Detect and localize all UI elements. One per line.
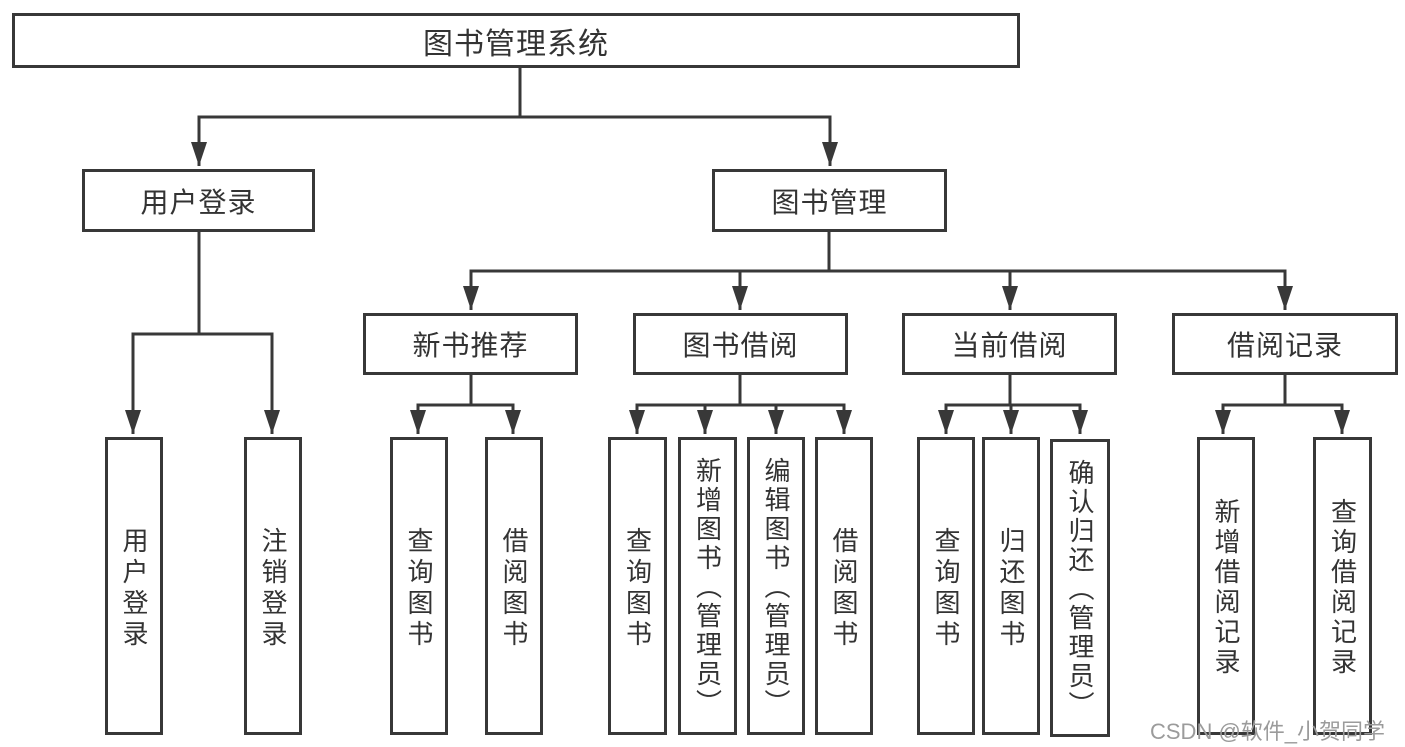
node-book-borrow-label: 图书借阅 bbox=[682, 330, 799, 361]
node-book-borrow: 图书借阅 bbox=[633, 313, 848, 375]
node-book-management-label: 图书管理 bbox=[771, 186, 888, 218]
leaf-borrow-books-1-label: 借阅图书 bbox=[499, 526, 529, 651]
node-book-management: 图书管理 bbox=[712, 169, 947, 232]
leaf-confirm-return-admin: 确认归还（管理员） bbox=[1050, 439, 1110, 737]
node-new-book-recommend: 新书推荐 bbox=[363, 313, 578, 375]
leaf-return-book: 归还图书 bbox=[982, 437, 1040, 735]
csdn-watermark: CSDN @软件_小贺同学 bbox=[1150, 719, 1386, 744]
node-current-borrow: 当前借阅 bbox=[902, 313, 1117, 375]
leaf-edit-book-admin: 编辑图书（管理员） bbox=[747, 437, 805, 735]
leaf-return-book-label: 归还图书 bbox=[996, 526, 1026, 651]
leaf-logout-label: 注销登录 bbox=[258, 526, 288, 651]
leaf-borrow-books-2: 借阅图书 bbox=[815, 437, 873, 735]
leaf-query-books-3-label: 查询图书 bbox=[931, 526, 961, 651]
node-current-borrow-label: 当前借阅 bbox=[951, 330, 1068, 361]
leaf-add-borrow-record-label: 新增借阅记录 bbox=[1211, 498, 1241, 678]
leaf-logout: 注销登录 bbox=[244, 437, 302, 735]
node-user-login: 用户登录 bbox=[82, 169, 315, 232]
node-borrow-records: 借阅记录 bbox=[1172, 313, 1398, 375]
node-new-book-recommend-label: 新书推荐 bbox=[412, 330, 529, 361]
leaf-borrow-books-1: 借阅图书 bbox=[485, 437, 543, 735]
leaf-query-borrow-record-label: 查询借阅记录 bbox=[1327, 498, 1358, 678]
leaf-add-book-admin-label: 新增图书（管理员） bbox=[692, 457, 723, 718]
leaf-edit-book-admin-label: 编辑图书（管理员） bbox=[761, 457, 791, 718]
leaf-query-books-3: 查询图书 bbox=[917, 437, 975, 735]
leaf-query-books-1: 查询图书 bbox=[390, 437, 448, 735]
node-root-system: 图书管理系统 bbox=[12, 13, 1020, 68]
node-borrow-records-label: 借阅记录 bbox=[1226, 330, 1343, 361]
leaf-query-books-1-label: 查询图书 bbox=[404, 526, 434, 651]
node-root-label: 图书管理系统 bbox=[423, 27, 609, 61]
leaf-query-books-2: 查询图书 bbox=[608, 437, 667, 735]
leaf-borrow-books-2-label: 借阅图书 bbox=[829, 526, 859, 651]
leaf-query-borrow-record: 查询借阅记录 bbox=[1313, 437, 1372, 735]
leaf-user-login-label: 用户登录 bbox=[119, 526, 149, 651]
leaf-confirm-return-admin-label: 确认归还（管理员） bbox=[1065, 459, 1095, 720]
leaf-user-login: 用户登录 bbox=[105, 437, 163, 735]
leaf-query-books-2-label: 查询图书 bbox=[622, 526, 653, 651]
leaf-add-borrow-record: 新增借阅记录 bbox=[1197, 437, 1255, 735]
node-user-login-label: 用户登录 bbox=[140, 186, 257, 218]
leaf-add-book-admin: 新增图书（管理员） bbox=[678, 437, 737, 735]
